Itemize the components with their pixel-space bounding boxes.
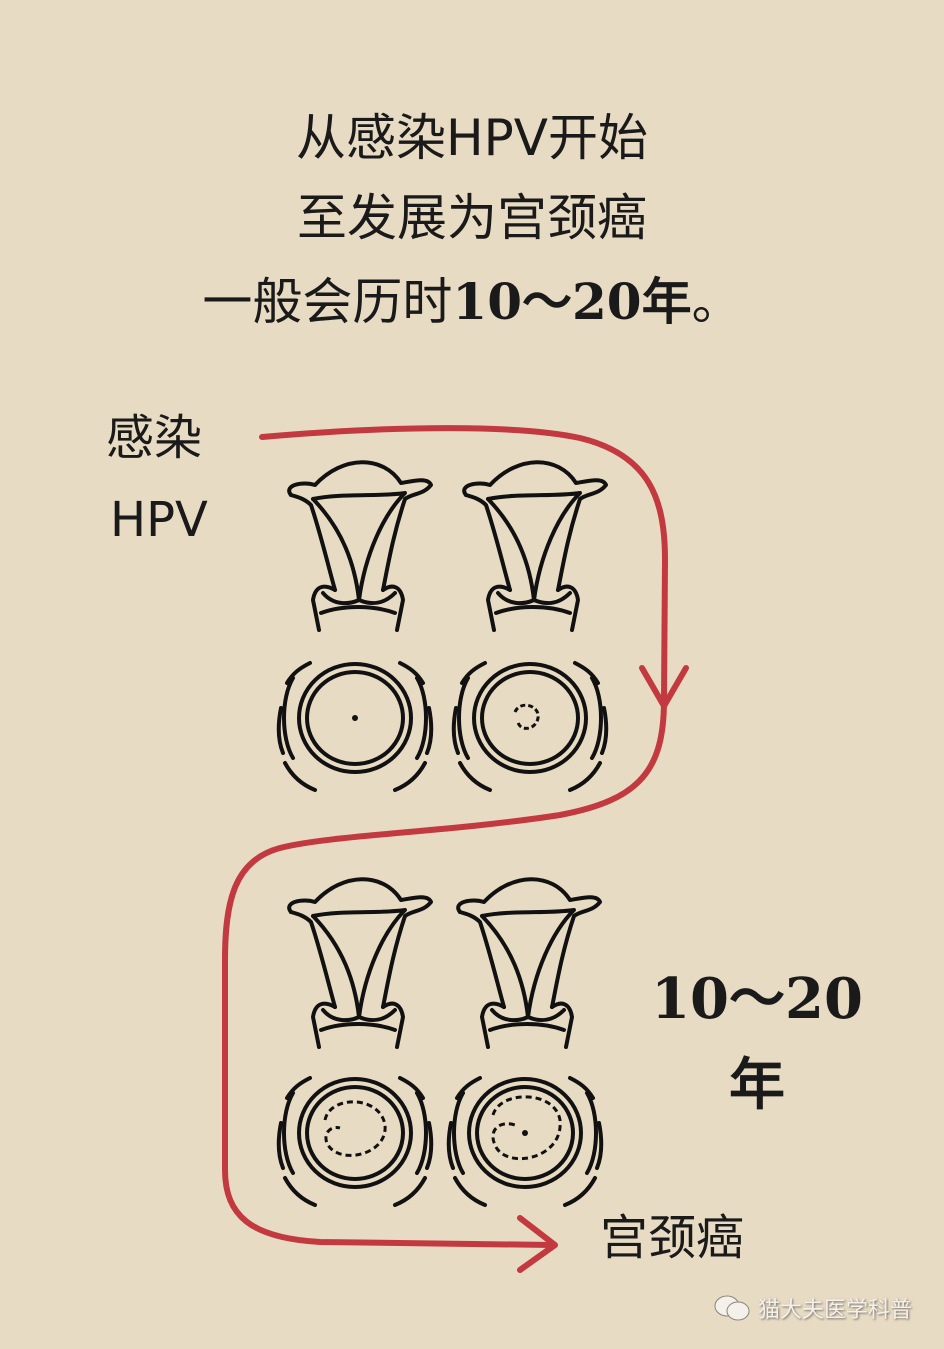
end-label-cervical-cancer: 宫颈癌 xyxy=(600,1210,745,1266)
wechat-icon xyxy=(714,1295,750,1321)
uterus-illustration-stage-4 xyxy=(456,877,602,1049)
title-line-2: 至发展为宫颈癌 xyxy=(297,189,647,247)
uterus-illustration-stage-3 xyxy=(287,877,433,1049)
duration-label-years: 10～20 xyxy=(651,966,863,1032)
arrowhead-right-icon xyxy=(517,1215,558,1273)
cervix-illustration-stage-4 xyxy=(446,1076,604,1207)
duration-label-unit: 年 xyxy=(729,1052,785,1118)
title-line-1: 从感染HPV开始 xyxy=(296,109,648,167)
watermark: 猫大夫医学科普 xyxy=(712,1292,912,1324)
title-line-3-prefix: 一般会历时 xyxy=(202,273,453,331)
title-line-3: 一般会历时10～20年。 xyxy=(0,272,944,332)
cervix-illustration-stage-3 xyxy=(276,1076,434,1207)
duration-label: 10～20 年 xyxy=(627,956,887,1128)
cervix-illustration-stage-1 xyxy=(276,661,434,792)
title-line-3-suffix: 。 xyxy=(691,273,742,331)
uterus-illustration-stage-2 xyxy=(462,460,608,632)
cervix-illustration-stage-2 xyxy=(451,661,609,792)
start-label-infection: 感染 xyxy=(106,410,203,466)
progression-arrow-path xyxy=(222,425,669,1248)
uterus-illustration-stage-1 xyxy=(287,460,433,632)
arrowhead-down-icon xyxy=(639,665,689,709)
start-label-hpv: HPV xyxy=(110,492,208,548)
title-duration: 10～20年 xyxy=(452,272,692,331)
watermark-text: 猫大夫医学科普 xyxy=(758,1298,913,1323)
